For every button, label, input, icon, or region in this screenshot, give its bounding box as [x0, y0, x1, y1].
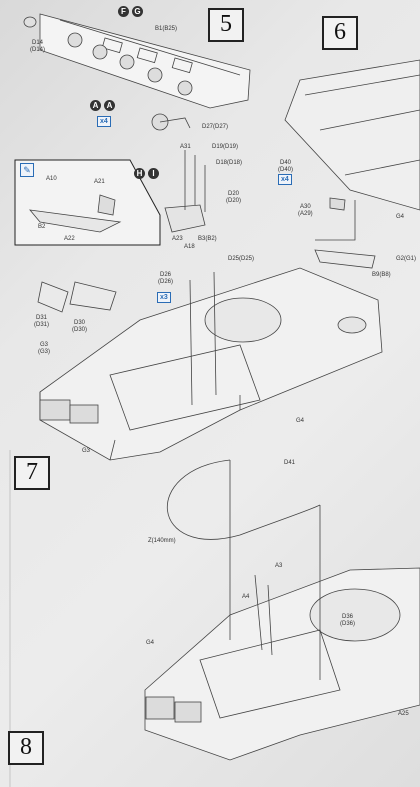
option-h-badge: H	[134, 168, 145, 179]
part-label-d25: D25(D25)	[228, 256, 255, 262]
part-code-alt: (D36)	[340, 621, 356, 627]
part-code-alt: (D26)	[158, 279, 174, 285]
part-label-a21: A21	[94, 179, 105, 185]
part-label-a25: A25	[398, 711, 409, 717]
part-label-g2: G2(G1)	[396, 256, 417, 262]
part-label-a4: A4	[242, 594, 250, 600]
step7-hull-drawing	[37, 267, 383, 461]
part-label-a23: A23	[172, 236, 183, 242]
part-label-a22: A22	[64, 236, 75, 242]
part-code-alt: (A29)	[298, 211, 313, 217]
suspension-assembly-drawing	[23, 13, 251, 131]
part-label-a31: A31	[180, 144, 191, 150]
part-code: A30	[299, 204, 311, 210]
part-label-b1: B1(B25)	[155, 26, 178, 32]
part-label-d31: D31(D31)	[34, 315, 49, 329]
part-label-d20: D20(D20)	[226, 191, 241, 205]
step8-hull-drawing	[144, 459, 420, 761]
part-label-g3: G3(G3)	[38, 342, 50, 356]
step-number-6: 6	[322, 16, 358, 50]
part-label-b9: B9(B8)	[372, 272, 391, 278]
part-label-a18: A18	[184, 244, 195, 250]
option-a-badge: A	[90, 100, 101, 111]
part-code-alt: (D30)	[72, 327, 88, 333]
part-code: D31	[36, 315, 48, 321]
part-label-d30: D30(D30)	[72, 320, 87, 334]
quantity-badge-a: x4	[97, 116, 111, 127]
detail-inset-drawing	[14, 159, 161, 246]
part-label-b2: B2	[38, 224, 46, 230]
part-label-d36: D36(D36)	[340, 614, 355, 628]
glue-icon: ✎	[20, 163, 34, 177]
part-code-alt: (D20)	[226, 198, 242, 204]
part-label-b3: B3(B2)	[198, 236, 217, 242]
quantity-badge-d26: x3	[157, 292, 171, 303]
part-code: D36	[342, 614, 354, 620]
option-f-badge: F	[118, 6, 129, 17]
part-code-alt: (D31)	[34, 322, 50, 328]
part-code: D40	[280, 160, 292, 166]
part-code-alt: (D14)	[30, 47, 46, 53]
option-a-badge-alt: A	[104, 100, 115, 111]
part-label-d40: D40(D40)	[278, 160, 293, 174]
part-label-d18: D18(D18)	[216, 160, 243, 166]
part-code: D14	[32, 40, 44, 46]
part-code: D30	[74, 320, 86, 326]
part-code-alt: (D40)	[278, 167, 294, 173]
upper-hull-drawing	[284, 59, 420, 269]
part-label-d19: D19(D19)	[212, 144, 239, 150]
part-label-z: Z(140mm)	[148, 538, 176, 544]
part-label-d26: D26(D26)	[158, 272, 173, 286]
part-label-d14: D14(D14)	[30, 40, 45, 54]
part-label-a30: A30(A29)	[298, 204, 313, 218]
part-label-a10: A10	[46, 176, 57, 182]
part-label-d41: D41	[284, 460, 296, 466]
bracket-part-drawing	[164, 150, 206, 233]
part-code: D20	[228, 191, 240, 197]
part-label-a3: A3	[275, 563, 283, 569]
step-number-5: 5	[208, 8, 244, 42]
part-code: D26	[160, 272, 172, 278]
part-label-g4-mid: G4	[296, 418, 305, 424]
step-number-8: 8	[8, 731, 44, 765]
step-number-7: 7	[14, 456, 50, 490]
part-label-g4-bot: G4	[146, 640, 155, 646]
option-i-badge: I	[148, 168, 159, 179]
part-label-d27: D27(D27)	[202, 124, 229, 130]
quantity-badge-d40: x4	[278, 174, 292, 185]
option-g-badge: G	[132, 6, 143, 17]
part-label-g4-top: G4	[396, 214, 405, 220]
part-code: G3	[39, 342, 48, 348]
part-label-g3-lower: G3	[82, 448, 91, 454]
part-code-alt: (G3)	[38, 349, 50, 355]
